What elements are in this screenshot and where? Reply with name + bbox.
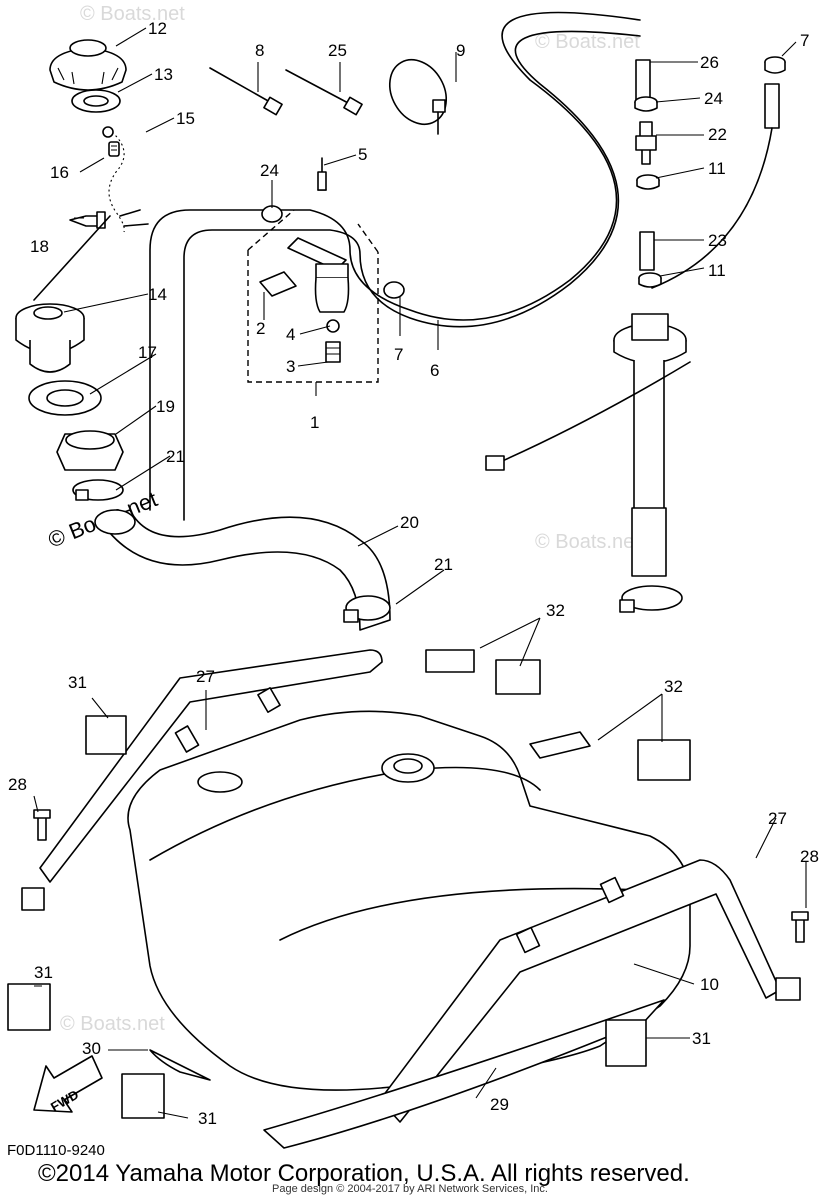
callout: 19 <box>156 397 175 416</box>
callout: 7 <box>394 345 403 364</box>
clamp-sender <box>619 585 683 613</box>
pad-32-c <box>529 731 591 759</box>
callout: 24 <box>704 89 723 108</box>
callout: 31 <box>34 963 53 982</box>
fuel-tank <box>127 710 691 1091</box>
callout: 12 <box>148 19 167 38</box>
clip-7-mid <box>383 281 405 299</box>
callout: 28 <box>800 847 819 866</box>
callout: 10 <box>700 975 719 994</box>
callout: 6 <box>430 361 439 380</box>
callout: 15 <box>176 109 195 128</box>
callout: 31 <box>68 673 87 692</box>
hose-right <box>651 83 780 289</box>
tank-strap-27-left <box>39 649 383 883</box>
callout: 21 <box>166 447 185 466</box>
callout: 30 <box>82 1039 101 1058</box>
pad-31-a <box>85 715 127 755</box>
strap-foot-left <box>21 887 45 911</box>
callout: 2 <box>256 319 265 338</box>
callouts: 12 13 15 16 18 14 17 19 21 8 25 9 5 24 2… <box>8 19 819 1128</box>
copyright-notice: ©2014 Yamaha Motor Corporation, U.S.A. A… <box>38 1160 690 1187</box>
pad-31-d <box>605 1019 647 1067</box>
pad-32-b <box>495 659 541 695</box>
callout: 32 <box>546 601 565 620</box>
fuel-filter-assembly <box>247 157 379 383</box>
fwd-arrow: FWD <box>33 1055 103 1115</box>
callout: 31 <box>198 1109 217 1128</box>
callout: 27 <box>768 809 787 828</box>
callout: 11 <box>708 261 726 280</box>
fuel-sender-unit <box>485 313 691 577</box>
cap-gasket <box>71 89 121 113</box>
callout: 1 <box>310 413 319 432</box>
hose-clamp-lower <box>343 595 391 623</box>
hose-band <box>388 59 448 135</box>
callout: 3 <box>286 357 295 376</box>
page-credit: Page design © 2004-2017 by ARI Network S… <box>272 1183 548 1195</box>
base-30 <box>149 1049 211 1081</box>
bolt-28-right <box>791 911 809 943</box>
pad-31-c <box>121 1073 165 1119</box>
callout: 8 <box>255 41 264 60</box>
leader-lines <box>33 27 807 1119</box>
callout: 24 <box>260 161 279 180</box>
joint-22 <box>635 121 657 165</box>
callout: 26 <box>700 53 719 72</box>
callout: 31 <box>692 1029 711 1048</box>
cable-tie-25 <box>285 69 363 116</box>
hose-large-20 <box>94 509 391 631</box>
filler-screw <box>69 209 149 229</box>
callout: 27 <box>196 667 215 686</box>
pad-31-b <box>7 983 51 1031</box>
callout: 32 <box>664 677 683 696</box>
cable-tie-8 <box>209 67 283 116</box>
callout: 4 <box>286 325 295 344</box>
callout: 17 <box>138 343 157 362</box>
chain-screw <box>108 141 120 157</box>
clip-24-mid <box>261 205 283 223</box>
hose-clamp-upper <box>72 479 124 501</box>
pad-32-a <box>425 649 475 673</box>
watermark: © Boats.net <box>60 1013 165 1035</box>
drawing-code: F0D1110-9240 <box>7 1142 105 1159</box>
neck-nut <box>56 430 124 471</box>
callout: 20 <box>400 513 419 532</box>
cap-chain <box>102 126 125 233</box>
strap-foot-right <box>775 977 801 1001</box>
callout: 14 <box>148 285 167 304</box>
hose-26 <box>635 59 651 101</box>
tank-base-plate-29 <box>263 999 665 1149</box>
watermark: © Boats.net <box>80 3 185 25</box>
callout: 7 <box>800 31 809 50</box>
bolt-28-left <box>33 809 51 841</box>
hose-23 <box>639 231 655 271</box>
clip-11-upper <box>636 174 660 190</box>
pad-32-d <box>637 739 691 781</box>
clip-7-top <box>764 56 786 74</box>
fuel-hose-6 <box>149 11 641 521</box>
callout: 11 <box>708 159 726 178</box>
neck-gasket <box>28 380 102 416</box>
callout: 25 <box>328 41 347 60</box>
callout: 22 <box>708 125 727 144</box>
clip-24-right <box>634 96 658 112</box>
callout: 16 <box>50 163 69 182</box>
callout: 9 <box>456 41 465 60</box>
clip-11-lower <box>638 272 662 288</box>
watermark: © Boats.net <box>535 31 640 53</box>
filler-cap <box>49 39 127 91</box>
callout: 13 <box>154 65 173 84</box>
callout: 28 <box>8 775 27 794</box>
callout: 18 <box>30 237 49 256</box>
callout: 23 <box>708 231 727 250</box>
callout: 5 <box>358 145 367 164</box>
callout: 21 <box>434 555 453 574</box>
callout: 29 <box>490 1095 509 1114</box>
watermark: © Boats.net <box>535 531 640 553</box>
